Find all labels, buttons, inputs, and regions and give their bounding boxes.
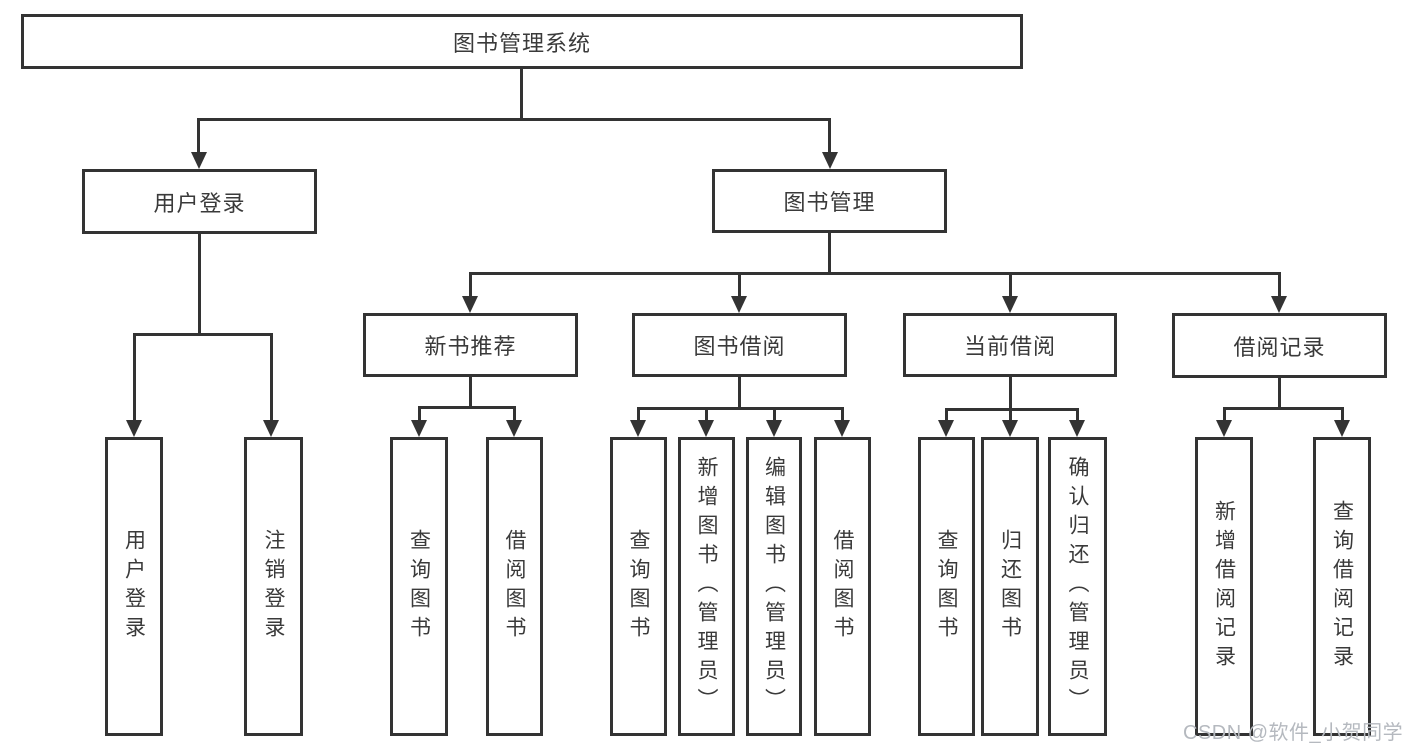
connector-vline bbox=[198, 234, 201, 336]
node-book-management: 图书管理 bbox=[712, 169, 947, 233]
node-leaf-user-login: 用户登录 bbox=[105, 437, 163, 736]
leaf-label: 编辑图书（管理员） bbox=[762, 456, 786, 717]
node-library-management-system: 图书管理系统 bbox=[21, 14, 1023, 69]
node-leaf-query-books-3: 查询图书 bbox=[918, 437, 975, 736]
leaf-label: 查询借阅记录 bbox=[1330, 499, 1354, 674]
csdn-watermark: CSDN @软件_小贺同学 bbox=[1183, 722, 1404, 744]
connector-vline bbox=[513, 406, 516, 422]
connector-vline bbox=[418, 406, 421, 422]
node-leaf-query-books-1: 查询图书 bbox=[390, 437, 448, 736]
arrow-down-icon bbox=[263, 420, 279, 437]
arrow-down-icon bbox=[822, 152, 838, 169]
connector-vline bbox=[1076, 408, 1079, 422]
node-user-login: 用户登录 bbox=[82, 169, 317, 234]
connector-hline bbox=[945, 408, 1079, 411]
leaf-label: 新增借阅记录 bbox=[1212, 499, 1236, 674]
connector-vline bbox=[1009, 376, 1012, 411]
leaf-label: 用户登录 bbox=[122, 528, 146, 645]
leaf-label: 注销登录 bbox=[262, 528, 285, 645]
connector-vline bbox=[828, 118, 831, 154]
arrow-down-icon bbox=[698, 420, 714, 437]
connector-vline bbox=[469, 376, 472, 409]
leaf-label: 归还图书 bbox=[998, 528, 1022, 645]
connector-vline bbox=[945, 408, 948, 422]
connector-vline bbox=[197, 118, 200, 154]
connector-vline bbox=[1009, 408, 1012, 422]
node-current-borrowing: 当前借阅 bbox=[903, 313, 1117, 377]
node-leaf-borrow-books-2: 借阅图书 bbox=[814, 437, 871, 736]
arrow-down-icon bbox=[191, 152, 207, 169]
arrow-down-icon bbox=[1334, 420, 1350, 437]
connector-vline bbox=[1278, 377, 1281, 410]
connector-hline bbox=[197, 118, 831, 121]
arrow-down-icon bbox=[834, 420, 850, 437]
node-leaf-edit-books-admin: 编辑图书（管理员） bbox=[746, 437, 802, 736]
arrow-down-icon bbox=[1002, 296, 1018, 313]
node-leaf-query-books-2: 查询图书 bbox=[610, 437, 667, 736]
connector-vline bbox=[738, 376, 741, 410]
connector-vline bbox=[738, 272, 741, 298]
connector-hline bbox=[469, 272, 1281, 275]
connector-hline bbox=[133, 333, 273, 336]
node-leaf-query-borrow-record: 查询借阅记录 bbox=[1313, 437, 1371, 736]
arrow-down-icon bbox=[462, 296, 478, 313]
connector-hline bbox=[418, 406, 516, 409]
arrow-down-icon bbox=[126, 420, 142, 437]
connector-hline bbox=[637, 407, 844, 410]
arrow-down-icon bbox=[411, 420, 427, 437]
node-borrowing-records: 借阅记录 bbox=[1172, 313, 1387, 378]
connector-vline bbox=[469, 272, 472, 298]
arrow-down-icon bbox=[1216, 420, 1232, 437]
node-leaf-logout: 注销登录 bbox=[244, 437, 303, 736]
connector-vline bbox=[773, 407, 776, 422]
connector-vline bbox=[637, 407, 640, 422]
arrow-down-icon bbox=[766, 420, 782, 437]
leaf-label: 查询图书 bbox=[935, 528, 958, 645]
leaf-label: 确认归还（管理员） bbox=[1066, 456, 1089, 717]
arrow-down-icon bbox=[1069, 420, 1085, 437]
connector-vline bbox=[1009, 272, 1012, 298]
arrow-down-icon bbox=[630, 420, 646, 437]
node-leaf-borrow-books-1: 借阅图书 bbox=[486, 437, 543, 736]
node-leaf-confirm-return-admin: 确认归还（管理员） bbox=[1048, 437, 1107, 736]
connector-vline bbox=[705, 407, 708, 422]
leaf-label: 查询图书 bbox=[627, 528, 650, 645]
arrow-down-icon bbox=[938, 420, 954, 437]
connector-vline bbox=[828, 233, 831, 275]
connector-vline bbox=[270, 333, 273, 422]
connector-vline bbox=[841, 407, 844, 422]
node-leaf-add-books-admin: 新增图书（管理员） bbox=[678, 437, 735, 736]
leaf-label: 借阅图书 bbox=[831, 528, 854, 645]
connector-hline bbox=[1223, 407, 1344, 410]
node-book-borrowing: 图书借阅 bbox=[632, 313, 847, 377]
connector-vline bbox=[1223, 407, 1226, 422]
leaf-label: 查询图书 bbox=[407, 528, 431, 645]
node-leaf-return-books: 归还图书 bbox=[981, 437, 1039, 736]
connector-vline bbox=[1278, 272, 1281, 298]
arrow-down-icon bbox=[506, 420, 522, 437]
connector-vline bbox=[520, 68, 523, 121]
connector-vline bbox=[133, 333, 136, 422]
arrow-down-icon bbox=[731, 296, 747, 313]
node-leaf-add-borrow-record: 新增借阅记录 bbox=[1195, 437, 1253, 736]
leaf-label: 借阅图书 bbox=[503, 528, 526, 645]
arrow-down-icon bbox=[1271, 296, 1287, 313]
arrow-down-icon bbox=[1002, 420, 1018, 437]
leaf-label: 新增图书（管理员） bbox=[695, 456, 718, 717]
connector-vline bbox=[1341, 407, 1344, 422]
node-new-book-recommend: 新书推荐 bbox=[363, 313, 578, 377]
